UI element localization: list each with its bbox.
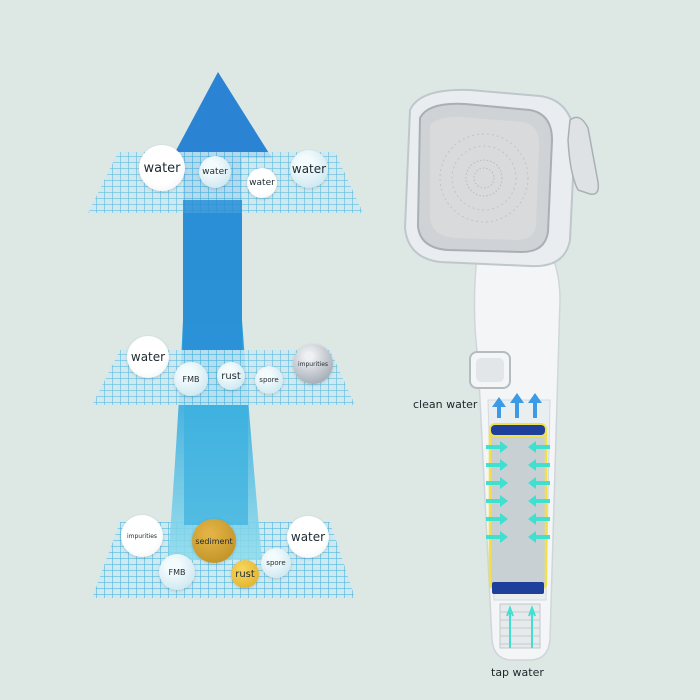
tap-water-label: tap water (491, 666, 544, 679)
bubble-water: water (287, 516, 329, 558)
flow-arrow-head (172, 72, 272, 158)
bubble-sediment: sediment (192, 519, 236, 563)
bubble-fmb: FMB (159, 554, 195, 590)
bubble-spore: spore (255, 366, 283, 394)
bubble-spore: spore (261, 548, 291, 578)
bubble-water: water (127, 336, 169, 378)
bubble-fmb: FMB (174, 362, 208, 396)
shower-head-illustration (403, 88, 600, 661)
clean-water-label: clean water (413, 398, 478, 411)
bubble-water: water (139, 145, 185, 191)
bubble-impurities: impurities (121, 515, 163, 557)
bubble-impurities: impurities (293, 344, 333, 384)
bubble-rust: rust (231, 560, 259, 588)
bubble-water: water (290, 150, 328, 188)
bubble-water: water (247, 168, 277, 198)
bubble-rust: rust (217, 362, 245, 390)
bubble-water: water (199, 156, 231, 188)
